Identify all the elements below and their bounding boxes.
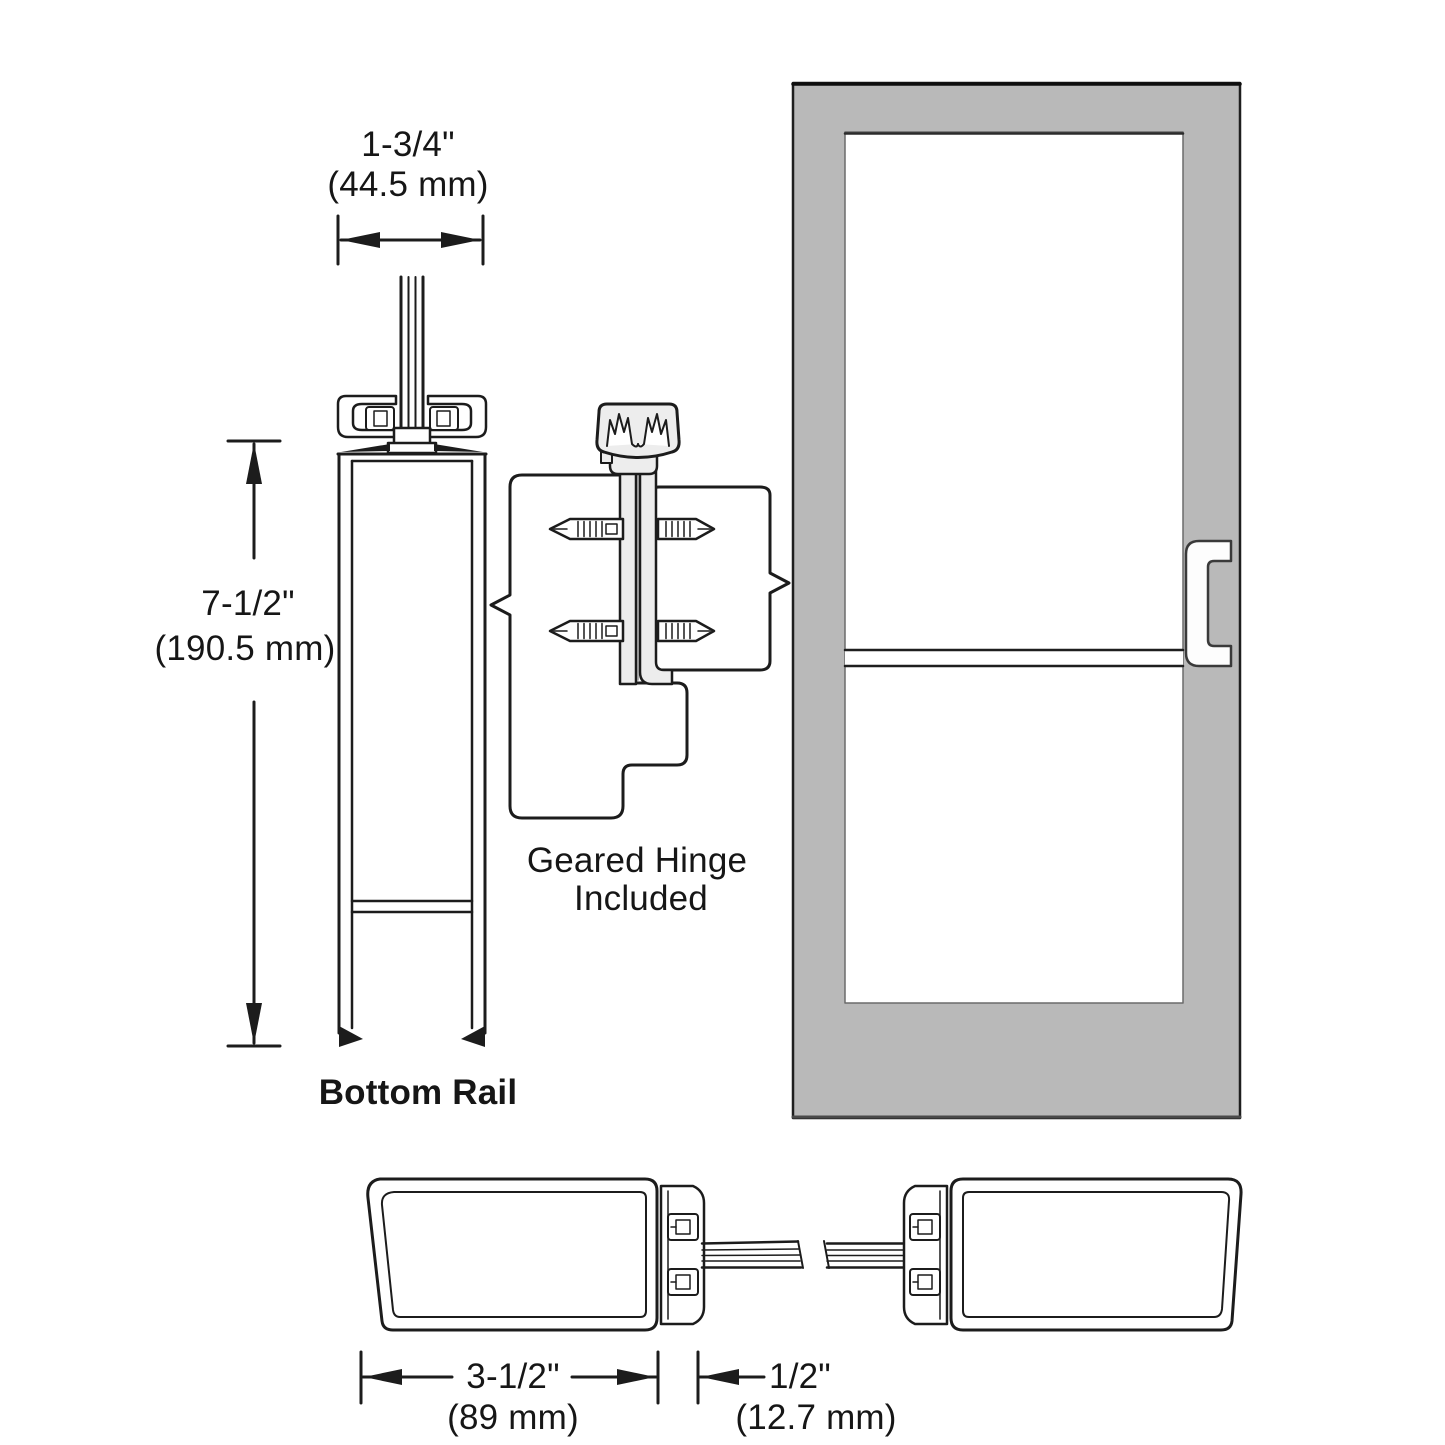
rail-height-dimension-mm: (190.5 mm) — [154, 629, 336, 668]
rail-height-dimension-inches: 7-1/2" — [201, 584, 295, 623]
bottom-rail-section-drawing — [336, 394, 488, 1047]
glass-thickness-dimension-inches: 1/2" — [769, 1357, 831, 1396]
hinge-leaf-right — [638, 468, 674, 686]
glazing-gasket — [667, 1213, 699, 1241]
geared-hinge-drawing — [489, 402, 791, 820]
door-pull-handle — [1184, 539, 1233, 668]
stile-section-right — [949, 1177, 1243, 1332]
stile-width-dimension-inches: 3-1/2" — [466, 1357, 560, 1396]
bottom-rail-label: Bottom Rail — [318, 1073, 518, 1112]
rail-width-dimension — [336, 214, 485, 266]
glazing-gasket — [909, 1213, 941, 1241]
door-glass — [844, 131, 1184, 1004]
glass-thickness-dimension-mm: (12.7 mm) — [735, 1398, 897, 1437]
rail-width-dimension-mm: (44.5 mm) — [327, 165, 489, 204]
hinge-leaf-left — [618, 468, 638, 686]
glazing-gasket — [909, 1268, 941, 1296]
hinge-jamb-panel — [649, 485, 791, 672]
glass-band — [700, 1240, 912, 1269]
stile-width-dimension — [359, 1350, 660, 1405]
setting-block — [392, 426, 432, 446]
geared-hinge-label-line1: Geared Hinge — [526, 841, 748, 880]
rail-height-dimension — [226, 439, 282, 1048]
glass-mid-bar — [845, 651, 1183, 665]
door-elevation-drawing — [791, 81, 1242, 1120]
stile-width-dimension-mm: (89 mm) — [447, 1398, 579, 1437]
glass-thickness-dimension — [696, 1350, 766, 1405]
stile-section-left — [366, 1177, 659, 1332]
gear-teeth-left — [606, 413, 639, 448]
clamp-right-bracket — [426, 394, 488, 439]
glass-edge-lines — [399, 275, 425, 432]
rail-foot-right — [461, 1026, 485, 1047]
geared-hinge-label-line2: Included — [574, 879, 708, 918]
rail-foot-left — [339, 1026, 363, 1047]
hinge-door-stile-panel — [489, 473, 689, 820]
clamp-left-bracket — [336, 394, 398, 439]
glazing-gasket — [667, 1268, 699, 1296]
stile-section-drawing — [366, 1177, 1243, 1332]
gear-teeth-right — [637, 413, 670, 448]
rail-width-dimension-inches: 1-3/4" — [361, 125, 455, 164]
